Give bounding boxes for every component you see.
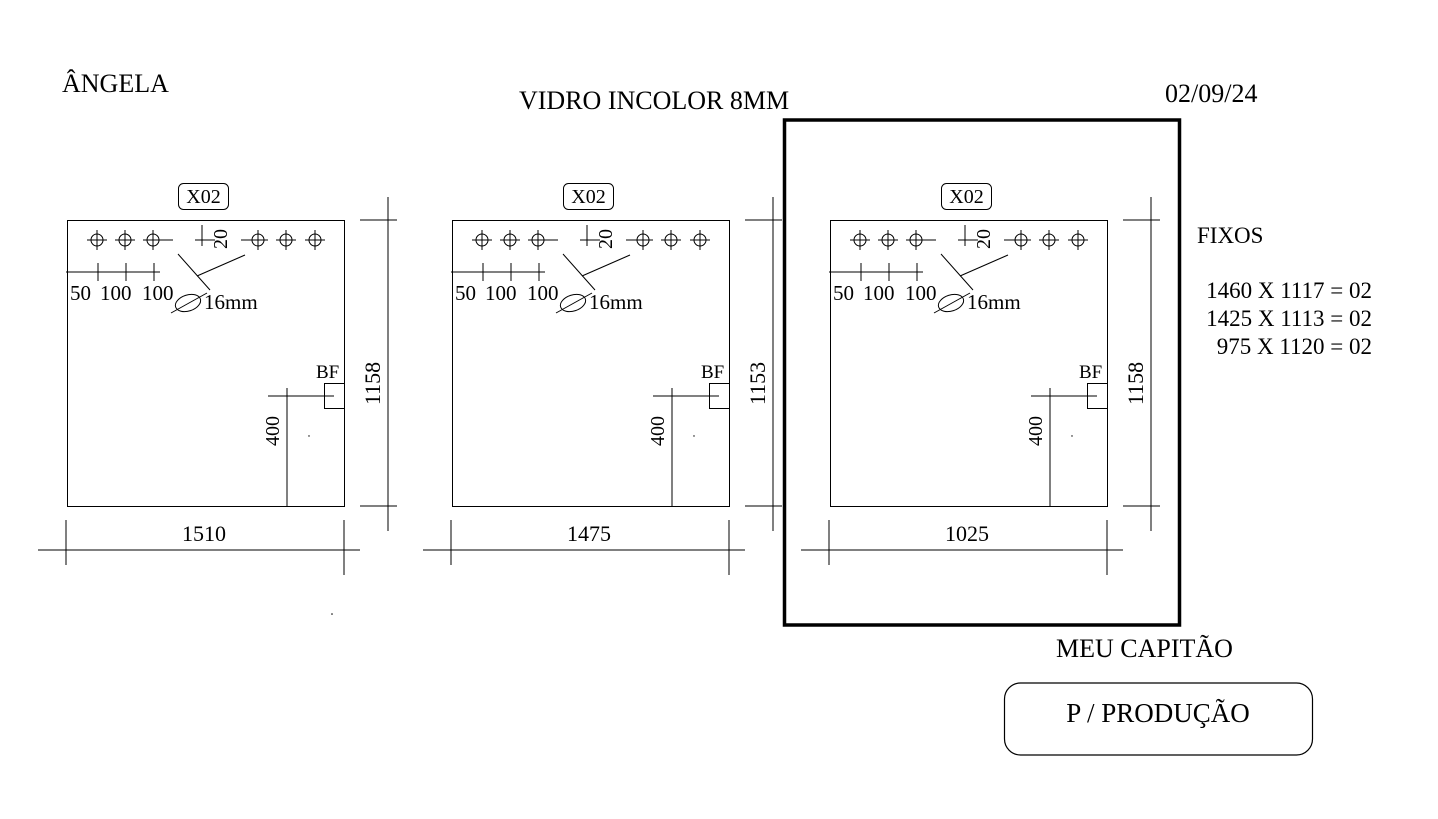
quantity-tag-box	[563, 183, 614, 210]
drill-hole-icon	[528, 230, 548, 250]
spacing-label-2: 100	[100, 281, 132, 305]
bf-height-label: 400	[647, 416, 669, 446]
drill-hole-icon	[661, 230, 681, 250]
spacing-label-3: 100	[527, 281, 559, 305]
panel-height-label: 1153	[745, 362, 770, 405]
bf-label: BF	[701, 362, 724, 383]
leader-line	[196, 254, 246, 277]
panel-height-label: 1158	[360, 362, 385, 405]
drill-hole-icon	[305, 230, 325, 250]
hole-size-label: 16mm	[589, 290, 643, 314]
material-title: VIDRO INCOLOR 8MM	[519, 86, 789, 115]
spacing-label-3: 100	[142, 281, 174, 305]
drill-hole-icon	[276, 230, 296, 250]
reference-dot	[308, 435, 310, 437]
drill-hole-icon	[1011, 230, 1031, 250]
leader-line	[562, 253, 596, 291]
panel-outline	[830, 220, 1108, 507]
hole-offset-label: 20	[973, 229, 995, 249]
hole-size-label: 16mm	[204, 290, 258, 314]
drill-hole-icon	[906, 230, 926, 250]
quantity-tag: X02	[571, 186, 605, 208]
panel-height-label: 1158	[1123, 362, 1148, 405]
drill-hole-icon	[115, 230, 135, 250]
reference-dot	[693, 435, 695, 437]
drill-hole-icon	[500, 230, 520, 250]
production-stamp-text: P / PRODUÇÃO	[1066, 698, 1250, 728]
drill-hole-icon	[690, 230, 710, 250]
production-stamp-box	[1003, 682, 1314, 756]
bf-label: BF	[1079, 362, 1102, 383]
leader-line	[959, 254, 1009, 277]
quantity-tag-box	[941, 183, 992, 210]
drawing-date: 02/09/24	[1165, 79, 1257, 108]
bf-height-label: 400	[1025, 416, 1047, 446]
drill-hole-icon	[143, 230, 163, 250]
drill-hole-icon	[633, 230, 653, 250]
panel-width-label: 1475	[567, 521, 611, 546]
stray-dot	[331, 613, 333, 615]
reference-dot	[1071, 435, 1073, 437]
drill-hole-icon	[850, 230, 870, 250]
panel-width-label: 1510	[182, 521, 226, 546]
drill-hole-icon	[472, 230, 492, 250]
spacing-label-1: 50	[70, 281, 91, 305]
panel-outline	[452, 220, 730, 507]
drill-hole-icon	[878, 230, 898, 250]
fixos-title: FIXOS	[1197, 223, 1263, 248]
drill-hole-icon	[248, 230, 268, 250]
signature-text: MEU CAPITÃO	[1056, 634, 1233, 663]
client-name: ÂNGELA	[62, 69, 169, 98]
spacing-label-3: 100	[905, 281, 937, 305]
diameter-symbol-icon	[559, 293, 587, 313]
drill-hole-icon	[1068, 230, 1088, 250]
hole-size-label: 16mm	[967, 290, 1021, 314]
hole-offset-label: 20	[595, 229, 617, 249]
leader-line	[940, 253, 974, 291]
hole-offset-label: 20	[210, 229, 232, 249]
fixos-line-1: 1460 X 1117 = 02	[1206, 278, 1372, 303]
spacing-label-2: 100	[485, 281, 517, 305]
bf-height-label: 400	[262, 416, 284, 446]
fixos-line-3: 975 X 1120 = 02	[1217, 334, 1372, 359]
spacing-label-2: 100	[863, 281, 895, 305]
panel-width-label: 1025	[945, 521, 989, 546]
drill-hole-icon	[87, 230, 107, 250]
quantity-tag: X02	[949, 186, 983, 208]
diameter-symbol-icon	[174, 293, 202, 313]
highlight-frame	[782, 118, 1182, 627]
spacing-label-1: 50	[455, 281, 476, 305]
diameter-slash	[933, 292, 971, 314]
leader-line	[581, 254, 631, 277]
bf-label: BF	[316, 362, 339, 383]
diameter-symbol-icon	[937, 293, 965, 313]
fixos-line-2: 1425 X 1113 = 02	[1206, 306, 1372, 331]
diameter-slash	[555, 292, 593, 314]
diameter-slash	[170, 292, 208, 314]
panel-outline	[67, 220, 345, 507]
spacing-label-1: 50	[833, 281, 854, 305]
quantity-tag: X02	[186, 186, 220, 208]
leader-line	[177, 253, 211, 291]
quantity-tag-box	[178, 183, 229, 210]
drill-hole-icon	[1039, 230, 1059, 250]
